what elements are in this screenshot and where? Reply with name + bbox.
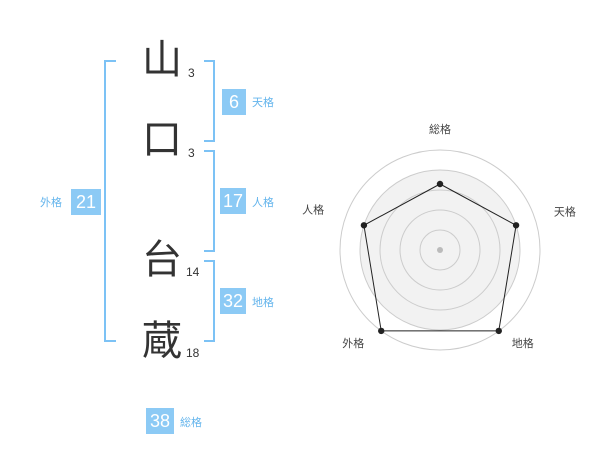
radar-axis-label-2: 天格: [554, 205, 576, 219]
radar-axis-label-1: 総格: [429, 122, 451, 136]
jinkaku-label: 人格: [252, 196, 274, 209]
name-char-2: 口: [142, 117, 182, 163]
gaikaku-label: 外格: [40, 196, 62, 209]
radar-point-1: [436, 180, 444, 188]
gaikaku-bracket: [104, 60, 116, 342]
soukaku-label: 総格: [180, 416, 202, 429]
name-char-4: 蔵: [142, 318, 182, 364]
radar-axis-label-5: 人格: [302, 203, 324, 217]
name-char-1: 山: [142, 37, 182, 83]
radar-point-2: [512, 222, 520, 229]
radar-series-line: [363, 183, 517, 332]
jinkaku-score-badge: 17: [220, 188, 246, 214]
radar-grid-ring: [339, 149, 541, 351]
soukaku-score-badge: 38: [146, 408, 174, 434]
tenkaku-label: 天格: [252, 96, 274, 109]
radar-point-3: [495, 327, 502, 335]
tenkaku-score-badge: 6: [222, 89, 246, 115]
stroke-count-2: 3: [188, 146, 195, 160]
radar-axis-label-4: 外格: [342, 336, 364, 350]
radar-grid-ring: [399, 209, 481, 291]
jinkaku-bracket: [204, 150, 215, 252]
radar-center-dot: [437, 247, 443, 253]
radar-axis-label-3: 地格: [512, 336, 534, 350]
radar-grid-ring: [359, 169, 521, 331]
radar-grid-ring: [379, 189, 501, 311]
stroke-count-3: 14: [186, 265, 200, 279]
stroke-count-4: 18: [186, 346, 200, 360]
radar-point-5: [360, 222, 368, 229]
gaikaku-score-badge: 21: [71, 189, 101, 215]
name-char-3: 台: [142, 237, 182, 283]
tenkaku-bracket: [204, 60, 215, 142]
chikaku-bracket: [204, 260, 215, 342]
chikaku-score-badge: 32: [220, 288, 246, 314]
radar-point-4: [378, 327, 385, 335]
stroke-count-1: 3: [188, 66, 195, 80]
radar-grid-ring: [419, 229, 461, 271]
chikaku-label: 地格: [252, 296, 274, 309]
